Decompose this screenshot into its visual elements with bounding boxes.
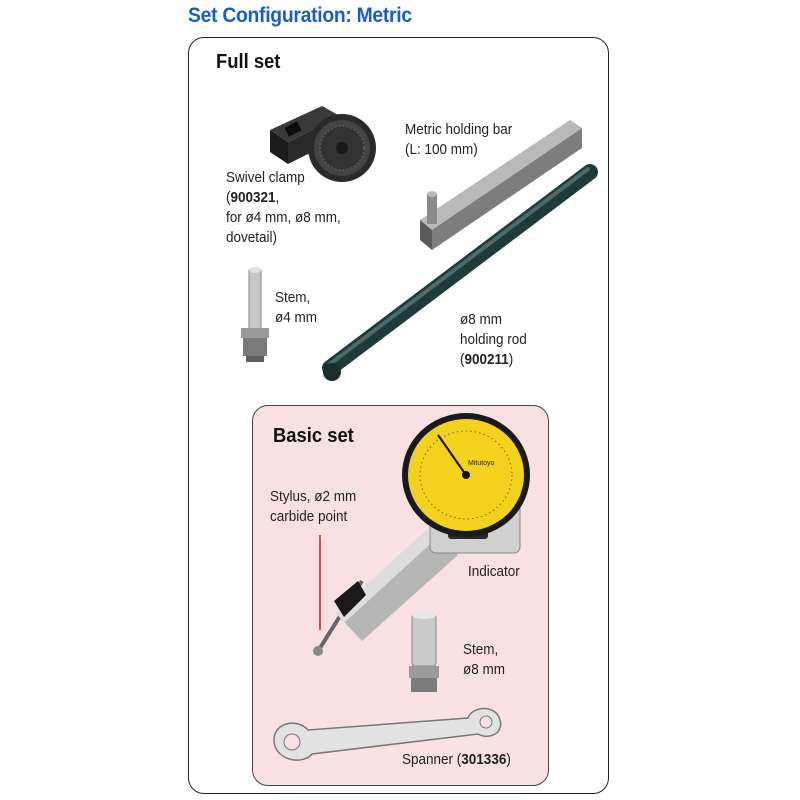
page-heading: Set Configuration: Metric (188, 4, 412, 27)
spanner-image (273, 707, 502, 761)
indicator-label: Indicator (468, 563, 520, 580)
dial-brand: Mitutoyo (468, 460, 495, 467)
stem-8mm-label: Stem, ø8 mm (463, 641, 506, 678)
swivel-clamp-label: Swivel clamp (900321, for ø4 mm, ø8 mm, … (226, 169, 341, 246)
stylus-label: Stylus, ø2 mm carbide point (270, 488, 357, 525)
stylus-leader-line (319, 535, 321, 630)
holding-rod-label: ø8 mm holding rod (900211) (460, 311, 527, 368)
stem-4mm-image (241, 267, 269, 362)
basic-set-title: Basic set (273, 425, 354, 447)
holding-bar-image (420, 120, 582, 250)
stem-8mm-image (409, 611, 439, 692)
indicator-image: Mitutoyo (313, 413, 530, 656)
swivel-clamp-image (270, 106, 376, 182)
full-set-title: Full set (216, 51, 281, 73)
spanner-label: Spanner (301336) (402, 751, 511, 768)
holding-bar-label: Metric holding bar (L: 100 mm) (405, 121, 513, 158)
holding-rod-image (322, 164, 598, 381)
stem-4mm-label: Stem, ø4 mm (275, 289, 318, 326)
